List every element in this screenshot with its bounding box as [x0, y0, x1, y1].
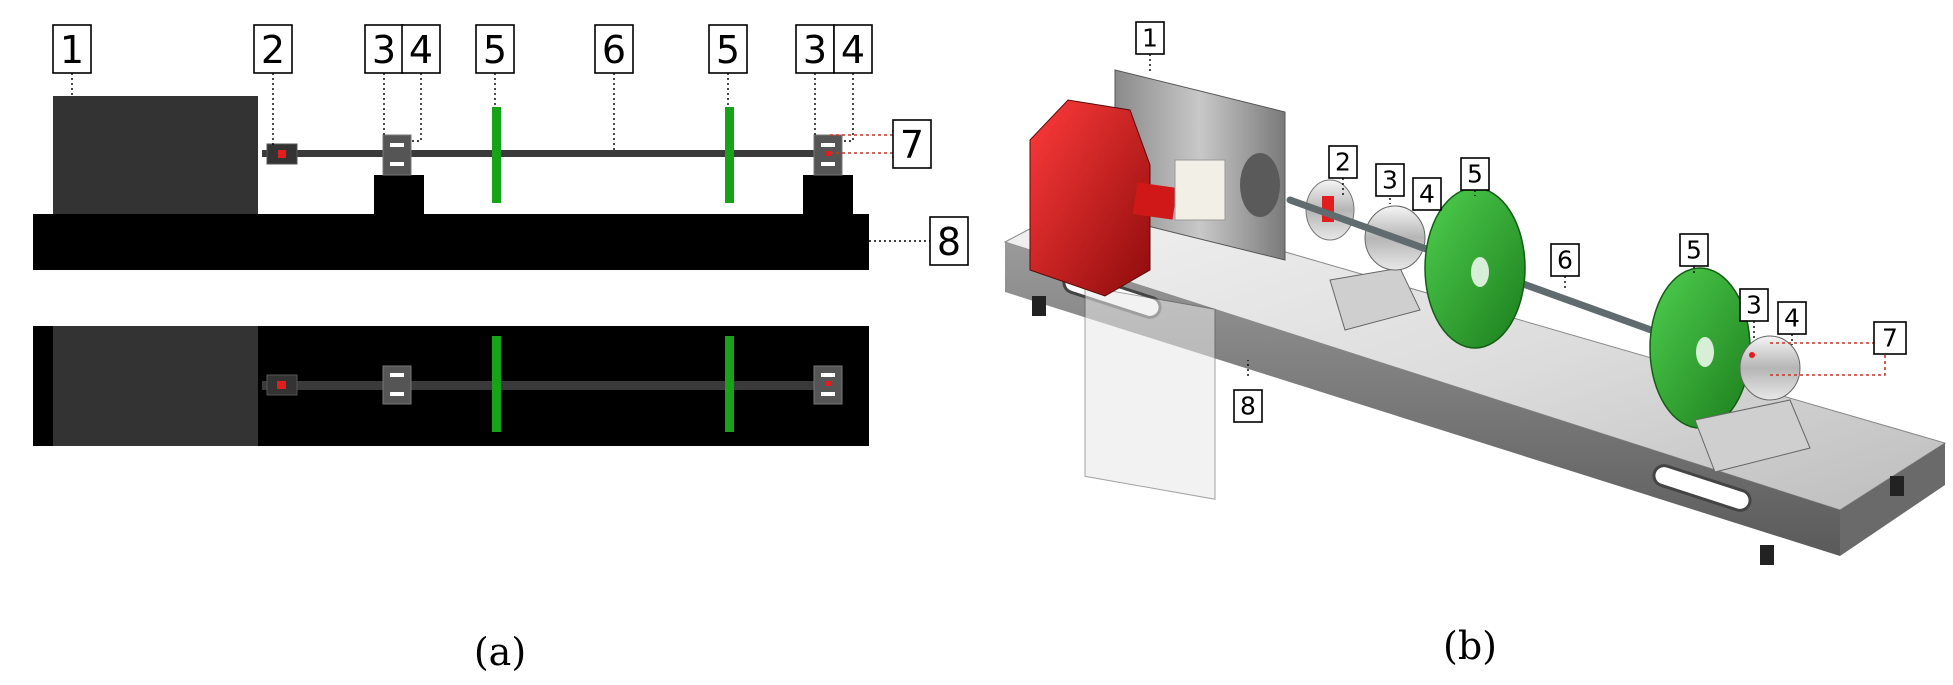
callout-b-1: 1 [1135, 21, 1165, 55]
sensor-red-top [826, 381, 831, 386]
coupling-red-side [278, 150, 286, 158]
disk-1-hole [1471, 257, 1489, 287]
coupling-red-top [277, 381, 286, 389]
callout-a-3-left: 3 [364, 24, 404, 74]
callout-b-3-left-text: 3 [1382, 166, 1398, 195]
callout-a-5-right-text: 5 [716, 28, 740, 72]
callout-a-5-right: 5 [708, 24, 748, 74]
callout-b-4-left: 4 [1412, 177, 1442, 211]
sensor-red-side [826, 151, 831, 156]
bearing-mark [390, 373, 404, 377]
top-view [33, 326, 869, 446]
pedestal-left-side [374, 175, 424, 215]
sensor-red-3d [1749, 352, 1755, 358]
callout-a-2: 2 [253, 24, 293, 74]
bearing-mark [821, 373, 835, 377]
foot-2 [1760, 545, 1774, 565]
callout-b-2-text: 2 [1335, 148, 1351, 177]
callout-a-1-text: 1 [60, 28, 84, 72]
callout-a-3-right-text: 3 [803, 28, 827, 72]
motor-housing-top [53, 326, 258, 446]
pedestal-1-3d [1329, 267, 1421, 331]
panel-a: 1 2 3 4 5 6 5 3 [33, 24, 969, 674]
base-plate-side [33, 214, 869, 270]
callout-b-6-text: 6 [1557, 246, 1573, 275]
bearing-left-side [382, 134, 412, 176]
callout-a-6-text: 6 [602, 28, 626, 72]
foot-1 [1032, 296, 1046, 316]
callout-b-3-right-text: 3 [1746, 291, 1762, 320]
callout-b-3-right: 3 [1739, 288, 1769, 322]
callout-b-4-right: 4 [1777, 301, 1807, 335]
callout-a-3-right: 3 [795, 24, 835, 74]
motor-red-nozzle [1132, 182, 1178, 220]
callout-b-5-left-text: 5 [1467, 160, 1483, 189]
shaft-side [262, 150, 837, 157]
bearing-mark [390, 162, 404, 166]
callout-a-4-right-text: 4 [841, 28, 865, 72]
pedestal-right-side [803, 175, 853, 215]
callout-b-6: 6 [1550, 243, 1580, 277]
disk-2-hole [1696, 337, 1714, 367]
side-view [33, 96, 869, 270]
callout-a-4-left-text: 4 [409, 28, 433, 72]
callout-a-3-left-text: 3 [372, 28, 396, 72]
callout-a-4-right: 4 [833, 24, 873, 74]
callout-b-5-right-text: 5 [1686, 236, 1702, 265]
callout-a-5-left: 5 [475, 24, 515, 74]
callout-b-7-text: 7 [1882, 324, 1898, 353]
callout-a-1: 1 [52, 24, 92, 74]
disk-1-side [492, 107, 501, 203]
foot-3 [1890, 476, 1904, 496]
callout-b-3-left: 3 [1375, 163, 1405, 197]
bearing-2-3d [1739, 335, 1801, 401]
bearing-mark [390, 392, 404, 396]
callout-a-8-text: 8 [937, 220, 961, 264]
disk-2-top [725, 336, 734, 432]
pedestal-2-3d [1694, 399, 1811, 473]
callout-a-4-left: 4 [401, 24, 441, 74]
callout-b-1-text: 1 [1142, 24, 1158, 53]
callout-b-2: 2 [1328, 145, 1358, 179]
callout-a-6: 6 [594, 24, 634, 74]
callout-a-5-left-text: 5 [483, 28, 507, 72]
bearing-mark [390, 143, 404, 147]
callout-b-5-left: 5 [1460, 157, 1490, 191]
disk-2-side [725, 107, 734, 203]
panel-b-caption: (b) [1443, 624, 1497, 668]
motor-white-block [1174, 159, 1226, 221]
callout-a-7-text: 7 [900, 123, 924, 167]
callout-b-5-right: 5 [1679, 233, 1709, 267]
motor-housing-side [53, 96, 258, 214]
callout-b-7: 7 [1873, 321, 1907, 355]
panel-b: 1 2 3 4 5 6 5 3 [1003, 21, 1947, 668]
callout-a-8: 8 [929, 216, 969, 266]
rig-3d-render [1003, 69, 1947, 565]
motor-flange [1240, 153, 1280, 217]
motor-red-cover [1029, 99, 1151, 297]
callout-a-7: 7 [892, 119, 932, 169]
callout-a-2-text: 2 [261, 28, 285, 72]
motor-plate [1084, 285, 1216, 500]
frame-slot-right [1652, 464, 1752, 512]
bearing-left-top [382, 365, 412, 405]
panel-a-caption: (a) [474, 630, 526, 674]
callout-b-8-text: 8 [1240, 392, 1256, 421]
bearing-mark [821, 143, 835, 147]
disk-1-top [492, 336, 501, 432]
callout-b-4-right-text: 4 [1784, 304, 1800, 333]
bearing-mark [821, 162, 835, 166]
bearing-mark [821, 392, 835, 396]
callout-b-8: 8 [1233, 389, 1263, 423]
base-frame-end [1840, 443, 1945, 556]
shaft-top [262, 381, 837, 390]
callout-b-4-left-text: 4 [1419, 180, 1435, 209]
